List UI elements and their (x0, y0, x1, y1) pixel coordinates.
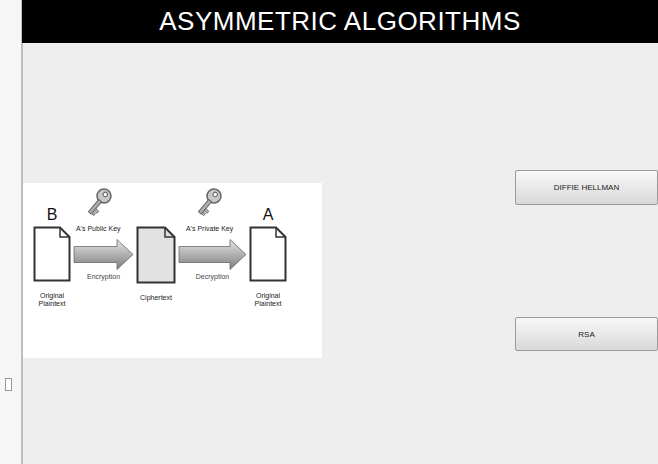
window-title: ASYMMETRIC ALGORITHMS (159, 6, 521, 37)
key-label: A's Public Key (76, 225, 121, 233)
document-icon: Ciphertext (134, 226, 178, 302)
window-border (22, 0, 23, 464)
key-icon (194, 186, 223, 217)
document-outline (136, 226, 176, 284)
key-label: A's Private Key (186, 225, 233, 233)
party-letter: B (47, 206, 58, 226)
key-icon (84, 186, 113, 217)
document-outline (33, 226, 71, 282)
page-fold (276, 228, 286, 238)
title-bar: ASYMMETRIC ALGORITHMS (22, 0, 658, 43)
push-button: DIFFIE HELLMAN (515, 170, 658, 205)
document-caption: Original Plaintext (28, 292, 76, 308)
document-icon: A Original Plaintext (244, 206, 292, 308)
block-arrow (179, 240, 246, 270)
page-outline (35, 228, 70, 281)
document-shape (249, 226, 287, 282)
arrow-label: Encryption (85, 273, 122, 281)
push-button: RSA (515, 317, 658, 351)
document-shape (136, 226, 176, 284)
page-fold (60, 228, 70, 238)
arrow-label: Decryption (194, 273, 231, 281)
party-letter: A (263, 206, 274, 226)
document-caption: Ciphertext (140, 294, 172, 302)
small-control (6, 379, 12, 391)
page-outline (138, 228, 175, 283)
document-caption: Original Plaintext (244, 292, 292, 308)
document-outline (249, 226, 287, 282)
page-fold (165, 228, 175, 238)
window-margin (0, 0, 22, 464)
block-arrow (74, 240, 133, 270)
button-label: RSA (578, 330, 594, 339)
document-icon: B Original Plaintext (28, 206, 76, 308)
page-outline (251, 228, 286, 281)
document-shape (33, 226, 71, 282)
button-label: DIFFIE HELLMAN (554, 183, 619, 192)
illustration-panel (23, 183, 322, 358)
